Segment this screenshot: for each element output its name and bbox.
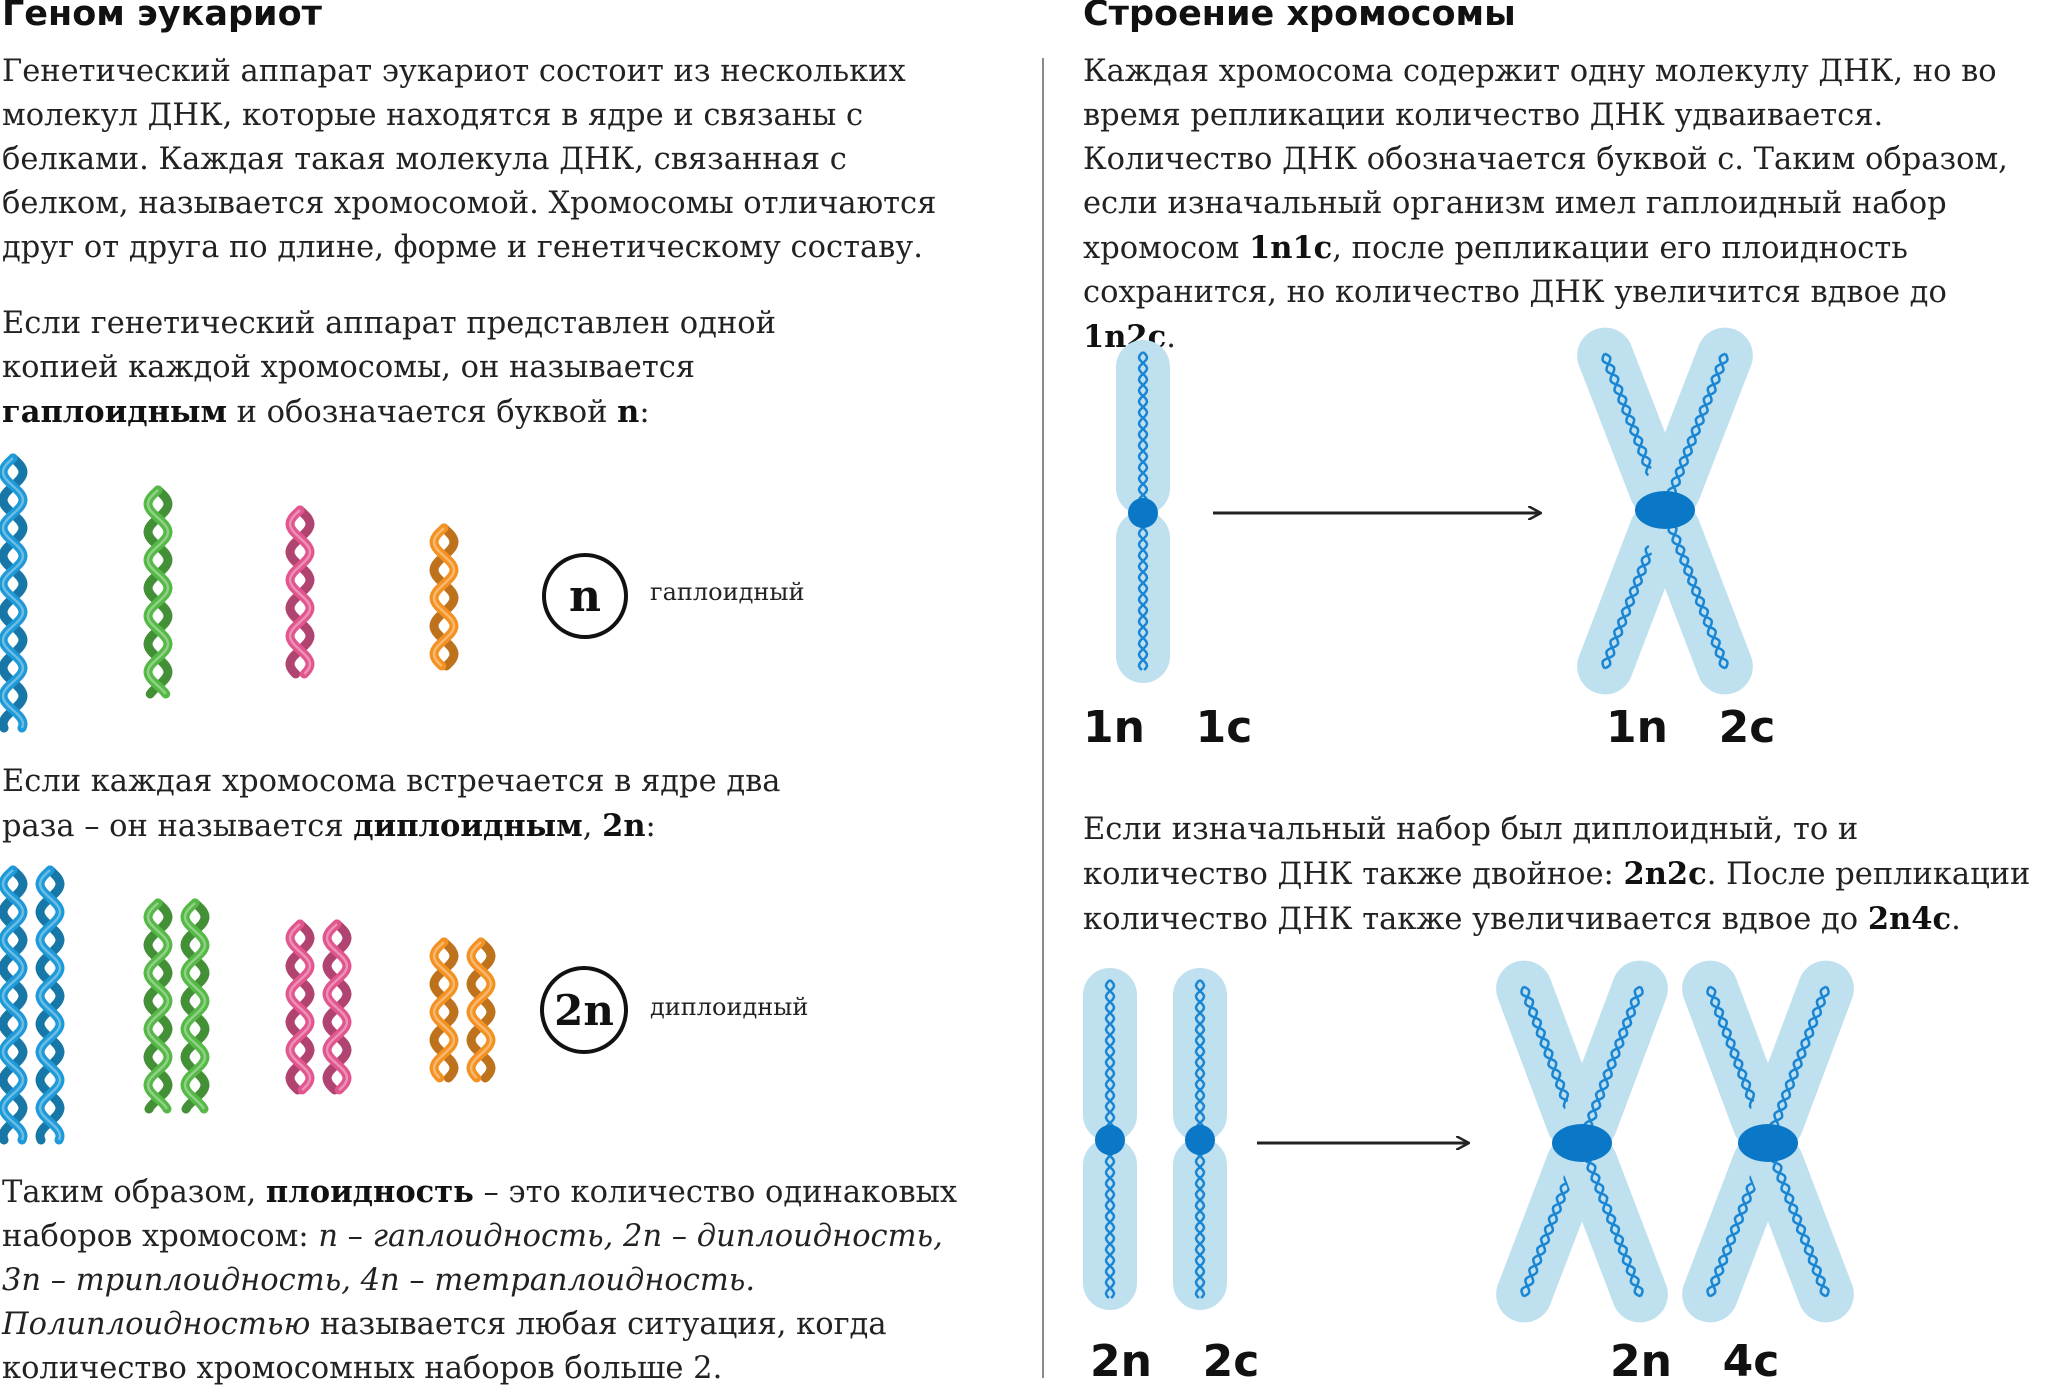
helix-green-1	[143, 898, 173, 1114]
helix-orange-1	[429, 937, 459, 1083]
left-paragraph-4: Таким образом, плоидность – это количест…	[2, 1174, 958, 1386]
helix-orange-2	[466, 937, 496, 1083]
haploid-badge: n	[542, 553, 628, 639]
helix-pink	[285, 505, 315, 679]
chromosomes-group	[1083, 327, 1854, 1323]
left-paragraph-1: Генетический аппарат эукариот состоит из…	[2, 54, 937, 265]
centromere	[1552, 1124, 1612, 1162]
centromere	[1095, 1125, 1125, 1155]
right-paragraph-1: Каждая хромосома содержит одну молекулу …	[1083, 54, 2008, 355]
diploid-label: диплоидный	[650, 993, 809, 1021]
left-title: Геном эукариот	[2, 0, 322, 34]
helix-blue-1	[0, 865, 28, 1145]
helix-blue	[0, 453, 28, 733]
right-paragraph-2: Если изначальный набор был диплоидный, т…	[1083, 812, 2031, 937]
centromere	[1635, 491, 1695, 529]
dna-helices-group	[0, 453, 496, 1145]
label-1n1c: 1n 1c	[1083, 702, 1253, 753]
haploid-label: гаплоидный	[650, 578, 805, 606]
chromosome-1n2c	[1577, 327, 1753, 695]
helix-orange	[429, 523, 459, 671]
label-1n2c: 1n 2c	[1606, 702, 1776, 753]
column-divider	[1042, 58, 1044, 1378]
chromosome-2n4c-2	[1682, 960, 1854, 1323]
label-2n4c: 2n 4c	[1610, 1336, 1780, 1387]
centromere	[1128, 498, 1158, 528]
helix-pink-2	[322, 919, 352, 1095]
centromere	[1185, 1125, 1215, 1155]
chromosome-2n4c-1	[1496, 960, 1668, 1323]
label-2n2c: 2n 2c	[1090, 1336, 1260, 1387]
helix-blue-2	[35, 865, 65, 1145]
chromosome-1n1c	[1116, 340, 1170, 683]
left-paragraph-3: Если каждая хромосома встречается в ядре…	[2, 764, 781, 844]
chromosome-2n2c-2	[1173, 968, 1227, 1310]
right-title: Строение хромосомы	[1083, 0, 1516, 34]
helix-green	[143, 485, 173, 699]
left-paragraph-2: Если генетический аппарат представлен од…	[2, 306, 776, 430]
centromere	[1738, 1124, 1798, 1162]
helix-green-2	[180, 898, 210, 1114]
chromosome-2n2c-1	[1083, 968, 1137, 1310]
helix-pink-1	[285, 919, 315, 1095]
diploid-badge: 2n	[540, 966, 628, 1054]
